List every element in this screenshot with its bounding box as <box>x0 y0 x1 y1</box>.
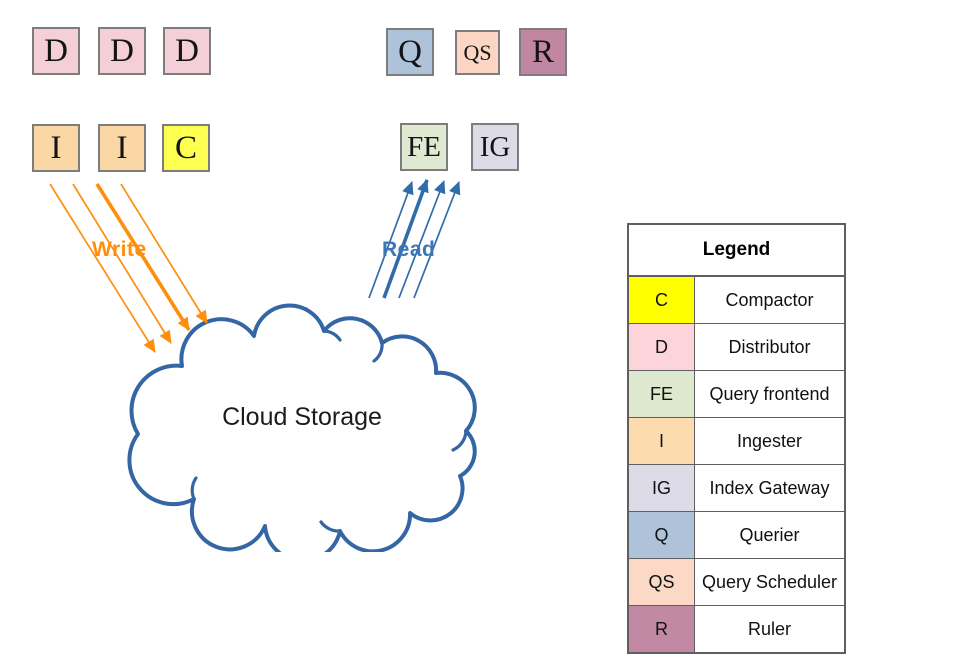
box-letter: R <box>531 33 554 70</box>
index-gateway-box: IG <box>471 123 519 171</box>
ingester-box-2: I <box>98 124 146 172</box>
legend-value-cell: Querier <box>739 524 800 545</box>
box-letter: D <box>110 32 134 69</box>
legend-row-query-scheduler: QS Query Scheduler <box>629 559 844 606</box>
distributor-box-2: D <box>98 27 146 75</box>
legend-key-cell: I <box>629 418 695 464</box>
cloud-curl <box>322 329 342 342</box>
cloud-storage-label: Cloud Storage <box>222 403 382 431</box>
legend-key-cell: Q <box>629 512 695 558</box>
box-letter: FE <box>407 130 441 163</box>
box-letter: I <box>50 129 62 166</box>
compactor-box: C <box>162 124 210 172</box>
legend-key-cell: QS <box>629 559 695 605</box>
legend-table: Legend C Compactor D Distributor FE Quer… <box>627 223 846 654</box>
legend-value-cell: Compactor <box>725 289 814 310</box>
box-letter: C <box>174 129 197 166</box>
box-letter: D <box>175 32 199 69</box>
legend-row-distributor: D Distributor <box>629 324 844 371</box>
legend-title: Legend <box>629 225 844 277</box>
legend-value-cell: Distributor <box>728 336 811 357</box>
ingester-box-1: I <box>32 124 80 172</box>
query-scheduler-box: QS <box>455 30 500 75</box>
ruler-box: R <box>519 28 567 76</box>
box-letter: QS <box>463 39 492 65</box>
legend-row-ruler: R Ruler <box>629 606 844 652</box>
legend-value-cell: Ingester <box>736 430 803 451</box>
write-flow-label: Write <box>92 238 147 261</box>
distributor-box-3: D <box>163 27 211 75</box>
legend-value-cell: Index Gateway <box>709 477 830 498</box>
legend-row-query-frontend: FE Query frontend <box>629 371 844 418</box>
legend-key-cell: C <box>629 277 695 323</box>
write-arrow-2 <box>72 183 172 344</box>
querier-box: Q <box>386 28 434 76</box>
legend-value-cell: Query frontend <box>709 383 830 404</box>
box-letter: IG <box>479 130 511 163</box>
query-frontend-box: FE <box>400 123 448 171</box>
legend-row-index-gateway: IG Index Gateway <box>629 465 844 512</box>
read-flow-label: Read <box>382 238 436 261</box>
cloud-curl <box>372 341 384 363</box>
legend-row-ingester: I Ingester <box>629 418 844 465</box>
cloud-curl <box>190 476 198 501</box>
legend-key-cell: FE <box>629 371 695 417</box>
legend-value-cell: Query Scheduler <box>701 571 838 592</box>
legend-value-cell: Ruler <box>747 618 791 639</box>
box-letter: D <box>44 32 68 69</box>
cloud-curl <box>319 520 342 533</box>
legend-key-cell: D <box>629 324 695 370</box>
legend-key-cell: R <box>629 606 695 652</box>
distributor-box-1: D <box>32 27 80 75</box>
box-letter: Q <box>398 33 422 70</box>
legend-key-cell: IG <box>629 465 695 511</box>
legend-row-compactor: C Compactor <box>629 277 844 324</box>
box-letter: I <box>116 129 128 166</box>
cloud-curl <box>451 429 468 452</box>
legend-row-querier: Q Querier <box>629 512 844 559</box>
write-arrow-1 <box>49 183 156 353</box>
